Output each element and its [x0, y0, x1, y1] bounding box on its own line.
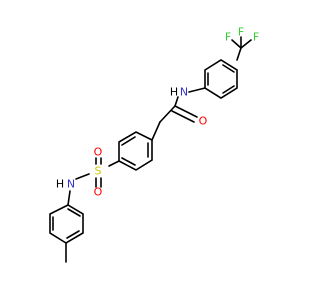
ring-bottom-double-3	[67, 208, 81, 217]
atom-n-sulfonamide-h: H	[56, 178, 64, 191]
ring-top-double-1	[222, 64, 235, 73]
bond-chain-1	[159, 105, 176, 123]
ring-bottom-double-2	[66, 230, 80, 239]
atom-labels: F F F H N O O S O H N	[56, 26, 259, 199]
bond-ring-n-amide	[188, 87, 206, 93]
atom-o-sulfonyl-bottom: O	[94, 186, 103, 199]
ring-middle-double-2	[121, 157, 136, 166]
ring-top-double-2	[222, 85, 235, 94]
bond-n-amide-c	[174, 96, 179, 107]
atom-f3: F	[253, 31, 259, 44]
bond-c-f3	[240, 39, 252, 49]
atom-o-sulfonyl-top: O	[94, 146, 103, 159]
ring-middle-double-1	[121, 136, 136, 146]
bond-c-o-carbonyl	[174, 105, 198, 118]
ring-top	[204, 59, 238, 99]
molecule-structure: F F F H N O O S O H N	[49, 26, 259, 263]
atom-f1: F	[225, 31, 231, 44]
bond-s-n-sulfonamide	[75, 173, 90, 180]
bond-ring-s	[108, 160, 120, 167]
bonds	[49, 36, 252, 263]
bond-n-sulfonamide-ring	[67, 190, 71, 206]
atom-s: S	[95, 165, 102, 178]
bond-chain-2	[151, 121, 161, 141]
atom-n-amide-h: H	[170, 86, 178, 99]
bond-cf3-ring	[236, 47, 242, 61]
atom-n-sulfonamide: N	[67, 178, 75, 191]
atom-f2: F	[238, 26, 244, 39]
atom-n-amide: N	[180, 86, 188, 99]
ring-middle	[118, 131, 153, 171]
bond-c-o-carbonyl-double	[171, 110, 195, 123]
bond-c-f1	[231, 39, 242, 49]
atom-o-carbonyl: O	[199, 115, 208, 128]
ring-bottom	[49, 204, 84, 244]
